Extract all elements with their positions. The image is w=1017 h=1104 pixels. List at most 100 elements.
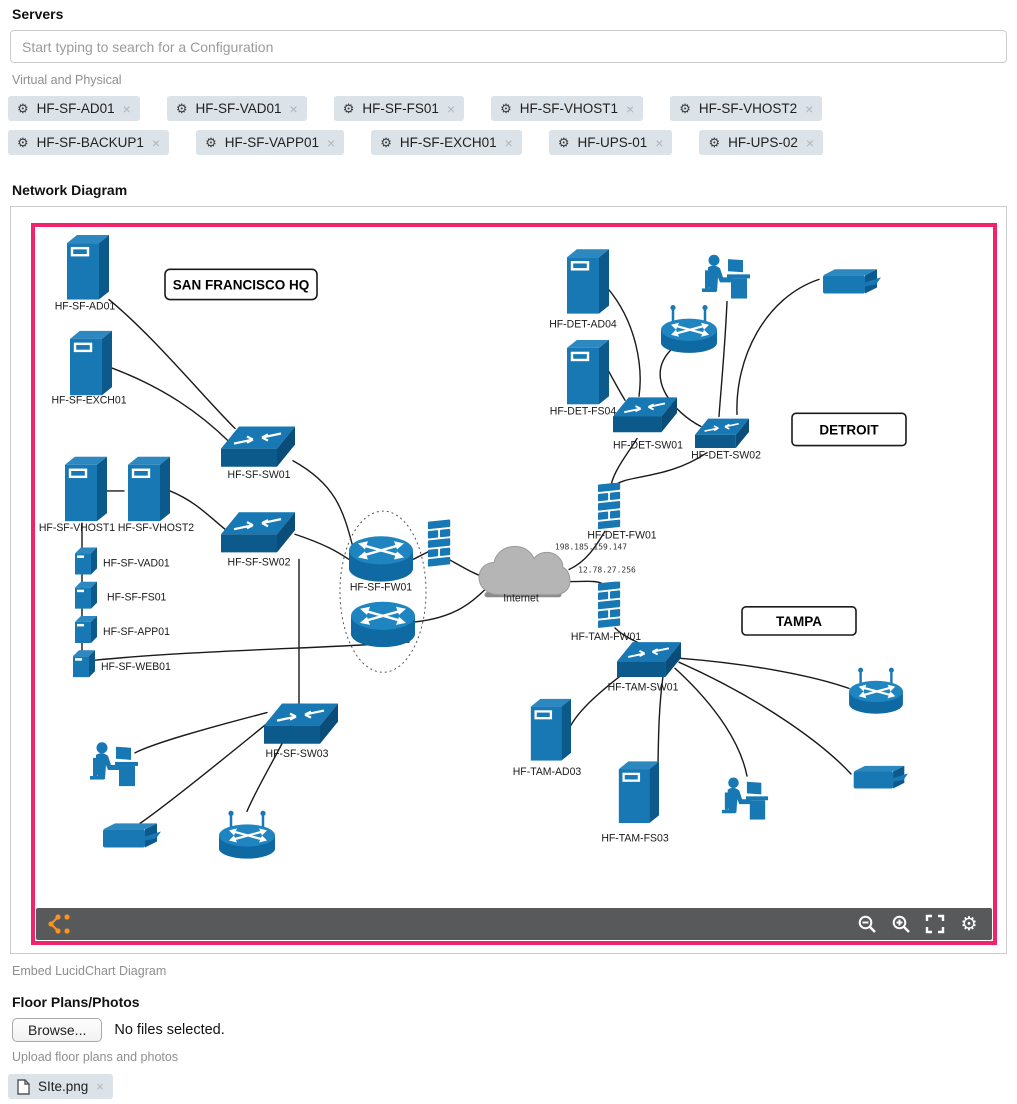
server-tag[interactable]: ⚙HF-SF-VAPP01× xyxy=(196,130,345,155)
firewall-icon xyxy=(427,519,451,567)
workstation-user-icon xyxy=(702,254,750,299)
server-tag[interactable]: ⚙HF-SF-VHOST1× xyxy=(491,96,644,121)
ip-address: 12.78.27.256 xyxy=(578,566,636,575)
embed-hint: Embed LucidChart Diagram xyxy=(12,964,167,978)
server-icon xyxy=(63,456,107,523)
gear-icon: ⚙ xyxy=(17,135,29,150)
wireless-router-icon xyxy=(849,666,903,715)
internet-cloud-icon xyxy=(479,546,570,594)
lucidchart-toolbar: ⚙ xyxy=(36,908,992,940)
file-icon xyxy=(17,1078,30,1095)
node-label: HF-SF-FS01 xyxy=(107,592,167,604)
server-tag[interactable]: ⚙HF-SF-FS01× xyxy=(333,96,465,121)
server-tag[interactable]: ⚙HF-SF-AD01× xyxy=(8,96,140,121)
zoom-in-icon[interactable] xyxy=(888,911,914,937)
server-icon xyxy=(617,760,659,825)
settings-gear-icon[interactable]: ⚙ xyxy=(960,912,978,935)
node-label: HF-DET-SW01 xyxy=(613,440,683,452)
config-search-input[interactable] xyxy=(10,30,1007,63)
gear-icon: ⚙ xyxy=(679,101,691,116)
node-label: HF-TAM-FW01 xyxy=(571,631,641,643)
diagram-container: SAN FRANCISCO HQ DETROIT TAMPA HF-SF-AD0… xyxy=(10,206,1007,954)
server-tag-label: HF-UPS-01 xyxy=(577,135,648,150)
server-tag[interactable]: ⚙HF-SF-BACKUP1× xyxy=(8,130,170,155)
lucidchart-logo-icon[interactable] xyxy=(46,911,72,937)
virtual-server-icon xyxy=(75,615,97,644)
lucidchart-embed: SAN FRANCISCO HQ DETROIT TAMPA HF-SF-AD0… xyxy=(31,223,997,945)
node-label: HF-SF-SW02 xyxy=(228,556,291,568)
page: Servers Virtual and Physical ⚙ HF-SF-AD01… xyxy=(0,6,1017,1104)
node-label: HF-SF-APP01 xyxy=(103,626,170,638)
wireless-router-icon xyxy=(661,303,717,355)
workstation-user-icon xyxy=(90,742,138,787)
internet-label: Internet xyxy=(503,593,539,605)
node-label: HF-SF-VHOST2 xyxy=(118,522,194,534)
node-label: HF-SF-EXCH01 xyxy=(51,394,126,406)
node-label: HF-SF-SW03 xyxy=(266,748,329,760)
remove-tag-icon[interactable]: × xyxy=(446,100,456,117)
server-tag[interactable]: ⚙HF-SF-EXCH01× xyxy=(371,130,522,155)
diagram-canvas[interactable]: SAN FRANCISCO HQ DETROIT TAMPA HF-SF-AD0… xyxy=(35,227,993,908)
printer-icon xyxy=(853,765,909,789)
gear-icon: ⚙ xyxy=(557,135,570,150)
printer-icon xyxy=(103,823,161,848)
remove-tag-icon[interactable]: × xyxy=(151,134,161,151)
gear-icon: ⚙ xyxy=(205,135,217,150)
node-label: HF-DET-FW01 xyxy=(587,529,656,541)
ip-address: 198.185.159.147 xyxy=(555,542,627,551)
browse-button[interactable]: Browse... xyxy=(12,1018,103,1042)
switch-icon xyxy=(221,512,295,554)
node-label: HF-SF-VAD01 xyxy=(103,557,170,569)
zoom-out-icon[interactable] xyxy=(854,911,880,937)
virtual-server-icon xyxy=(75,547,97,575)
virtual-physical-hint: Virtual and Physical xyxy=(12,73,122,87)
switch-icon xyxy=(613,396,677,434)
floor-plans-heading: Floor Plans/Photos xyxy=(12,994,140,1010)
servers-heading: Servers xyxy=(12,6,64,22)
virtual-server-icon xyxy=(73,650,95,678)
node-label: HF-SF-AD01 xyxy=(55,301,116,313)
remove-tag-icon[interactable]: × xyxy=(504,134,513,151)
switch-icon xyxy=(695,417,749,449)
upload-hint: Upload floor plans and photos xyxy=(12,1050,179,1064)
server-tag-label: HF-SF-EXCH01 xyxy=(399,135,497,150)
server-tag[interactable]: ⚙ HF-SF-VHOST2 × xyxy=(670,96,823,121)
remove-tag-icon[interactable]: × xyxy=(327,134,336,151)
node-label: HF-TAM-AD03 xyxy=(513,766,582,778)
remove-tag-icon[interactable]: × xyxy=(122,100,131,117)
remove-tag-icon[interactable]: × xyxy=(626,100,635,117)
fullscreen-icon[interactable] xyxy=(922,911,948,937)
router-icon xyxy=(351,600,415,649)
diagram-icons xyxy=(63,235,909,860)
server-tag[interactable]: ⚙HF-UPS-02× xyxy=(699,130,824,155)
region-label-detroit: DETROIT xyxy=(819,422,879,437)
firewall-icon xyxy=(598,581,621,629)
gear-icon: ⚙ xyxy=(175,101,188,116)
server-tag[interactable]: ⚙ HF-UPS-01 × xyxy=(548,130,673,155)
server-tags: ⚙HF-SF-AD01× ⚙HF-SF-VAD01× ⚙HF-SF-FS01× … xyxy=(8,96,1010,155)
node-label: HF-SF-WEB01 xyxy=(101,661,171,673)
server-tag-label: HF-SF-VHOST2 xyxy=(698,101,798,116)
node-label: HF-SF-VHOST1 xyxy=(39,522,115,534)
remove-tag-icon[interactable]: × xyxy=(655,134,664,151)
server-icon xyxy=(126,456,170,523)
no-files-text: No files selected. xyxy=(114,1022,225,1038)
node-label: HF-SF-FW01 xyxy=(350,582,412,594)
server-tag-label: HF-SF-AD01 xyxy=(36,101,115,116)
uploaded-file-tag[interactable]: SIte.png × xyxy=(8,1074,113,1099)
network-diagram-heading: Network Diagram xyxy=(12,182,128,198)
remove-file-icon[interactable]: × xyxy=(96,1079,104,1094)
server-icon xyxy=(565,249,609,315)
gear-icon: ⚙ xyxy=(500,101,512,116)
remove-tag-icon[interactable]: × xyxy=(289,100,298,117)
remove-tag-icon[interactable]: × xyxy=(805,100,814,117)
node-label: HF-DET-SW02 xyxy=(691,450,761,462)
server-icon xyxy=(565,339,609,406)
server-tag[interactable]: ⚙HF-SF-VAD01× xyxy=(166,96,307,121)
server-icon xyxy=(529,698,571,762)
node-label: HF-DET-AD04 xyxy=(549,319,617,331)
remove-tag-icon[interactable]: × xyxy=(805,134,815,151)
server-tag-label: HF-SF-FS01 xyxy=(362,101,439,116)
wireless-router-icon xyxy=(219,809,275,860)
router-icon xyxy=(349,535,413,583)
